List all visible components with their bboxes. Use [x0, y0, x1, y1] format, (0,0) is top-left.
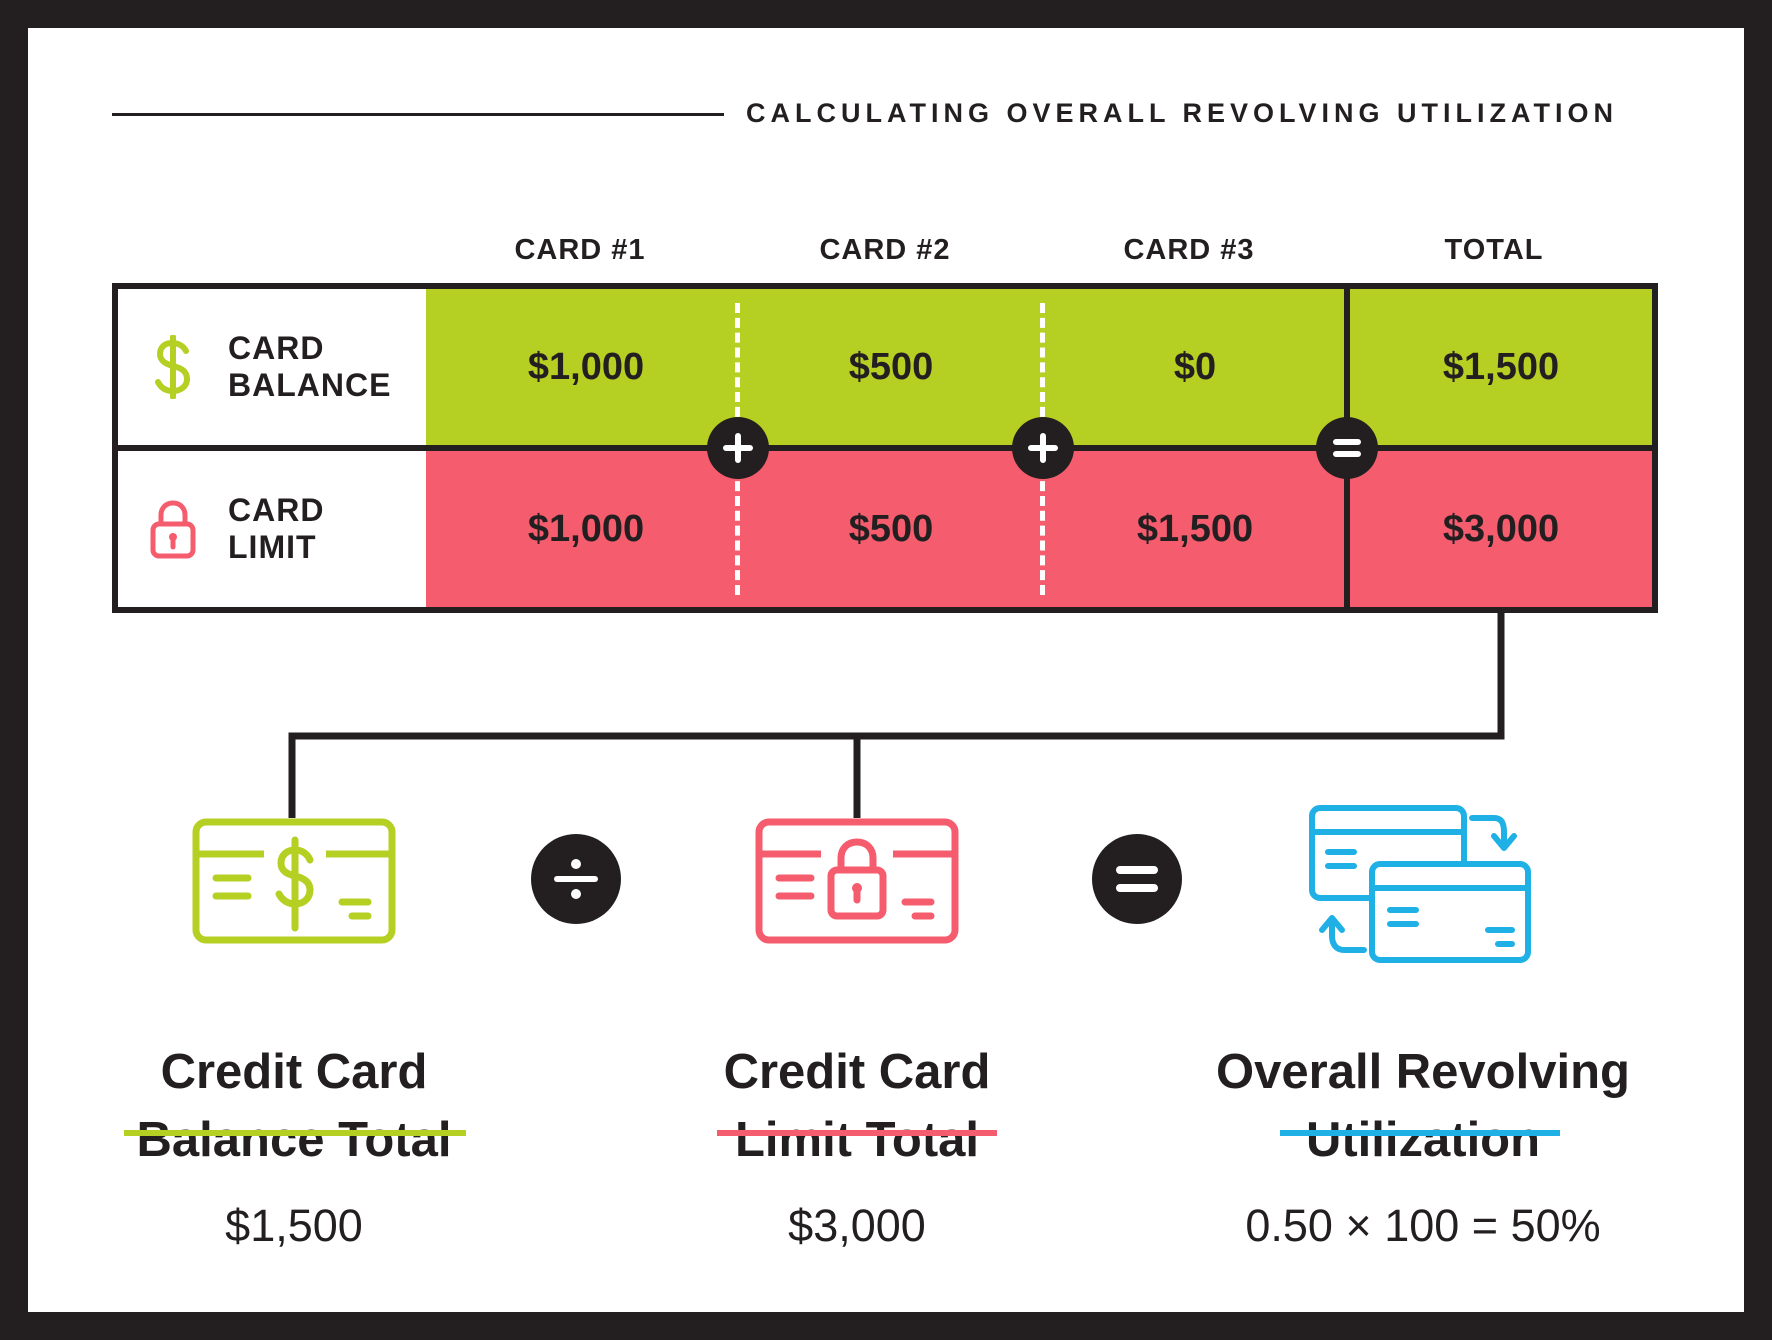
- padlock-icon: [118, 498, 228, 560]
- plus-icon: [1028, 433, 1058, 463]
- cards-transfer-icon: [1308, 802, 1532, 971]
- limit-card-3: $1,500: [1136, 507, 1254, 550]
- divide-operator: [531, 834, 621, 924]
- page-title: CALCULATING OVERALL REVOLVING UTILIZATIO…: [746, 98, 1618, 128]
- balance-total-label-line1: Credit Card: [160, 1045, 428, 1099]
- title-rule: [112, 113, 724, 116]
- balance-total-label: Credit Card Balance Total: [94, 1038, 494, 1174]
- row-label-balance-line2: BALANCE: [228, 367, 392, 403]
- utilization-label-line1: Overall Revolving: [1216, 1045, 1630, 1099]
- column-header-card-1: CARD #1: [514, 234, 646, 266]
- balance-total-value: $1,500: [225, 1200, 363, 1251]
- divide-icon: [554, 859, 598, 899]
- balance-total-label-line2: Balance Total: [136, 1113, 452, 1167]
- credit-card-lock-icon: [755, 818, 959, 949]
- utilization-value: 0.50 × 100 = 50%: [1245, 1200, 1601, 1251]
- limit-total: $3,000: [1350, 451, 1652, 607]
- utilization-underline: [1280, 1130, 1560, 1136]
- column-header-card-3: CARD #3: [1123, 234, 1255, 266]
- limit-card-2: $500: [848, 507, 934, 550]
- row-label-limit: CARD LIMIT: [118, 451, 426, 607]
- limit-band: [426, 451, 1344, 607]
- dollar-sign-icon: [118, 335, 228, 399]
- infographic-frame: CALCULATING OVERALL REVOLVING UTILIZATIO…: [28, 28, 1744, 1312]
- row-label-limit-line2: LIMIT: [228, 529, 317, 565]
- row-label-limit-line1: CARD: [228, 492, 325, 528]
- equals-operator-table: [1316, 417, 1378, 479]
- limit-card-1: $1,000: [527, 507, 645, 550]
- utilization-table: CARD BALANCE $1,000 $500 $0 $1,500 CARD …: [112, 283, 1658, 613]
- connector-lines: [288, 613, 1505, 818]
- equals-operator: [1092, 834, 1182, 924]
- balance-total: $1,500: [1350, 289, 1652, 445]
- row-label-balance-line1: CARD: [228, 330, 325, 366]
- balance-card-1: $1,000: [527, 345, 645, 388]
- limit-total-value: $3,000: [788, 1200, 926, 1251]
- equals-icon: [1333, 439, 1361, 457]
- column-header-total: TOTAL: [1444, 234, 1544, 266]
- row-divider: [118, 445, 1652, 451]
- utilization-label: Overall Revolving Utilization: [1173, 1038, 1673, 1174]
- balance-card-3: $0: [1173, 345, 1217, 388]
- equals-icon: [1116, 866, 1158, 892]
- limit-total-underline: [717, 1130, 997, 1136]
- limit-total-label-line1: Credit Card: [723, 1045, 991, 1099]
- credit-card-dollar-icon: [192, 818, 396, 949]
- balance-total-underline: [124, 1130, 466, 1136]
- balance-card-2: $500: [848, 345, 934, 388]
- plus-operator-1: [707, 417, 769, 479]
- utilization-label-line2: Utilization: [1305, 1113, 1541, 1167]
- limit-total-label-line2: Limit Total: [734, 1113, 980, 1167]
- plus-icon: [723, 433, 753, 463]
- limit-total-label: Credit Card Limit Total: [657, 1038, 1057, 1174]
- column-header-card-2: CARD #2: [819, 234, 951, 266]
- row-label-balance: CARD BALANCE: [118, 289, 426, 445]
- balance-band: [426, 289, 1344, 445]
- plus-operator-2: [1012, 417, 1074, 479]
